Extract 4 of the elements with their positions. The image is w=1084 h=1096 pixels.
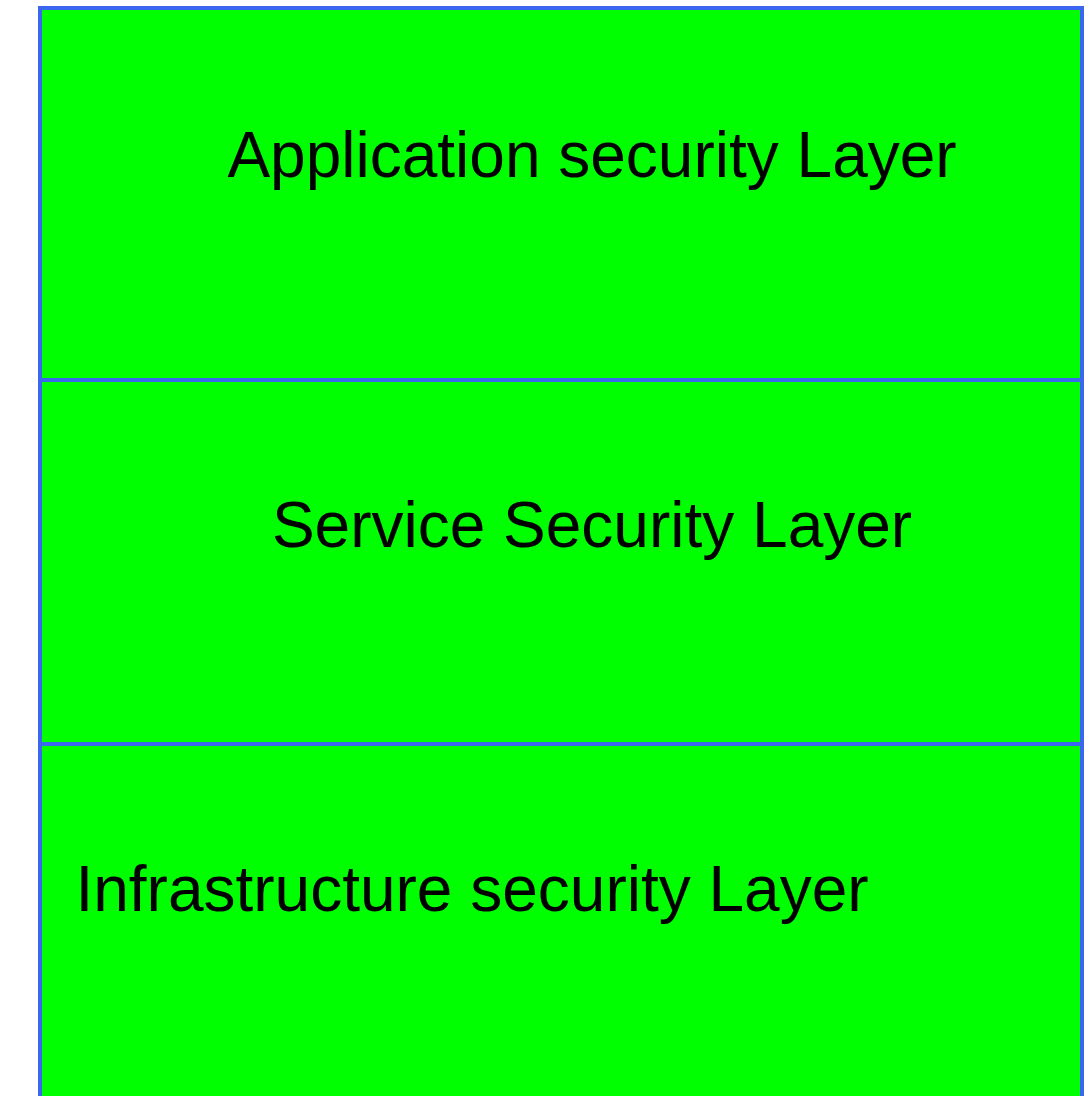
layer-label: Service Security Layer <box>270 488 914 563</box>
layer-box <box>38 742 1084 1096</box>
layer-label: Application security Layer <box>226 118 958 193</box>
layer-label: Infrastructure security Layer <box>74 852 870 927</box>
